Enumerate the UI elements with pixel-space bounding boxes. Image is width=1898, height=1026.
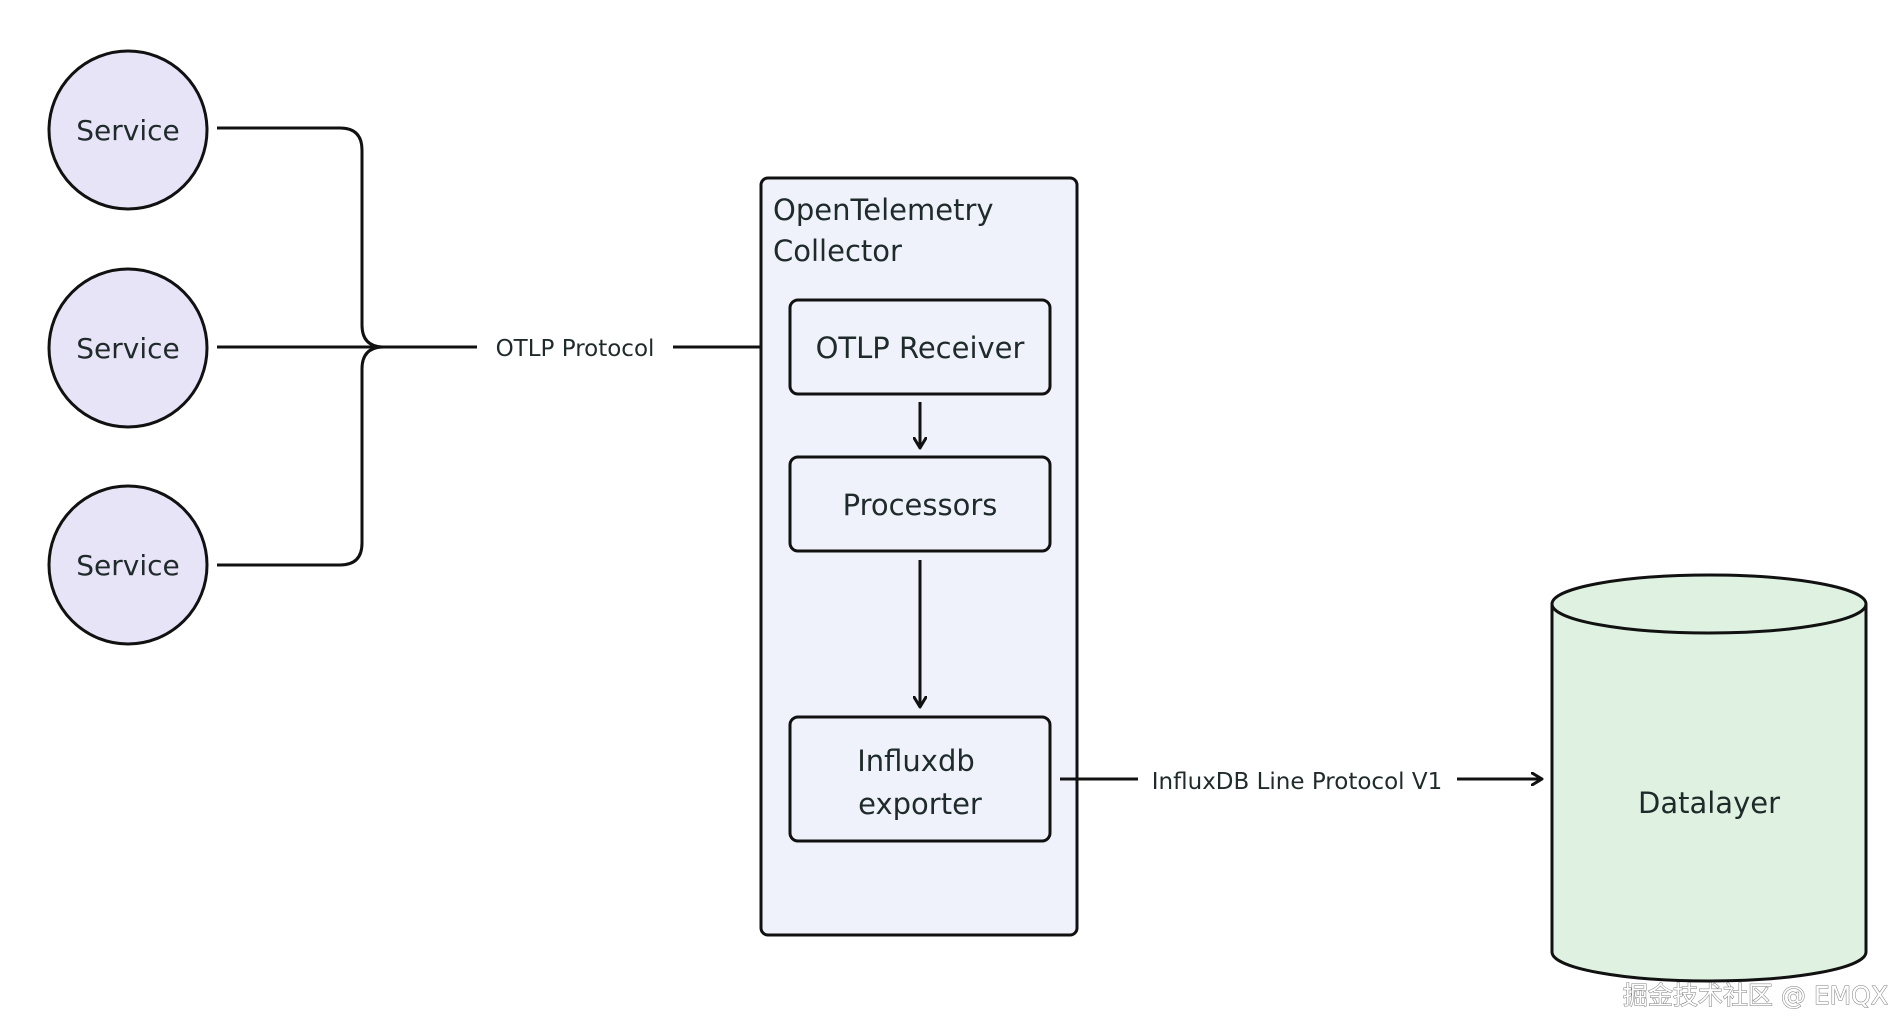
otlp-receiver-label: OTLP Receiver <box>816 331 1025 365</box>
service-node-1: Service <box>47 49 209 211</box>
service-label: Service <box>76 332 179 365</box>
collector-title-line2: Collector <box>773 234 902 268</box>
service-node-2: Service <box>47 267 209 429</box>
processors-label: Processors <box>843 488 998 522</box>
connector-service-1 <box>217 126 385 349</box>
processors-box: Processors <box>788 455 1052 553</box>
influxdb-exporter-box: Influxdb exporter <box>788 715 1052 843</box>
service-node-3: Service <box>47 484 209 646</box>
service-merge-connectors <box>217 126 477 567</box>
collector-title-line1: OpenTelemetry <box>773 193 994 227</box>
service-label: Service <box>76 114 179 147</box>
watermark-text: 掘金技术社区 @ EMQX <box>1623 981 1888 1010</box>
otlp-receiver-box: OTLP Receiver <box>788 298 1052 396</box>
datalayer-label: Datalayer <box>1638 786 1780 820</box>
otlp-protocol-label: OTLP Protocol <box>496 336 655 362</box>
exporter-label-line1: Influxdb <box>857 744 975 778</box>
service-label: Service <box>76 549 179 582</box>
exporter-label-line2: exporter <box>858 787 982 821</box>
influx-protocol-label: InfluxDB Line Protocol V1 <box>1152 769 1442 795</box>
datalayer-cylinder: Datalayer <box>1550 573 1868 983</box>
connector-service-3 <box>217 345 385 567</box>
